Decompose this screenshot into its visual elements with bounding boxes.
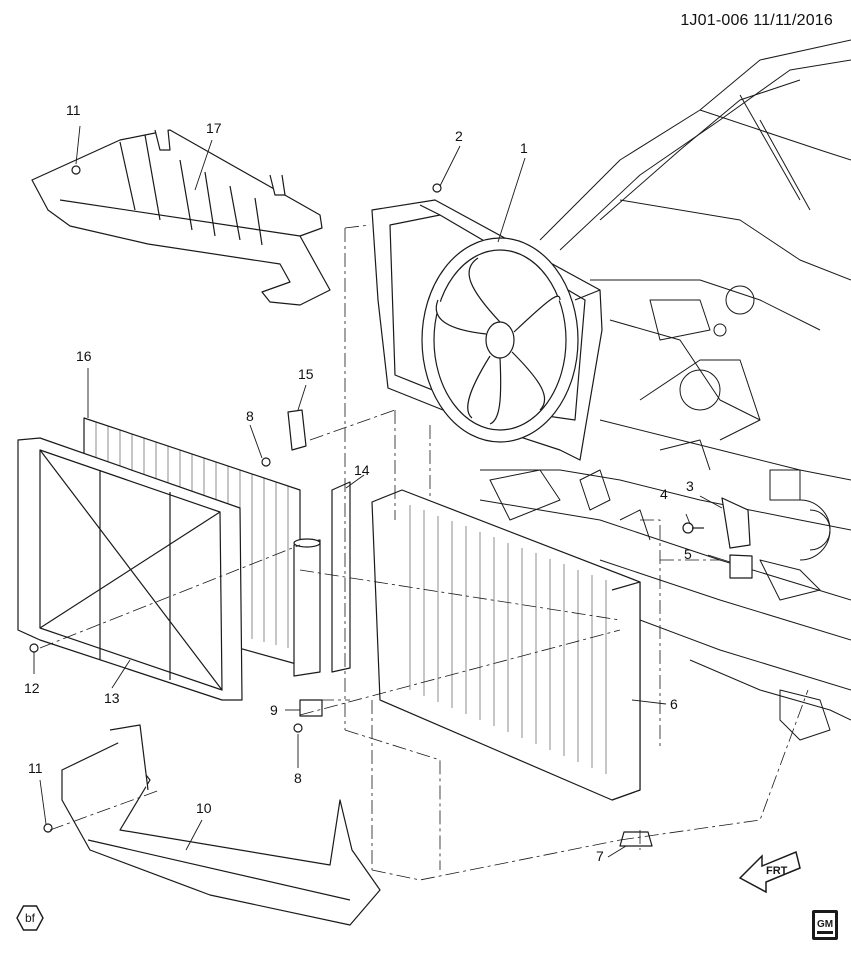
callout-11-upper: 11 (66, 102, 81, 118)
callout-10: 10 (196, 800, 212, 816)
condenser-and-frame (17, 417, 301, 701)
leader-lines (33, 125, 731, 858)
callout-7: 7 (596, 848, 604, 864)
callout-5: 5 (684, 546, 692, 562)
callout-11-lower: 11 (28, 760, 43, 776)
frt-label: FRT (766, 865, 788, 877)
radiator (371, 489, 641, 801)
bf-label: bf (25, 911, 36, 925)
callout-1: 1 (520, 140, 528, 156)
engine-bay (479, 39, 851, 741)
gm-label: GM (817, 919, 833, 930)
front-arrow: FRT (738, 850, 801, 894)
gm-logo: GM (812, 910, 838, 940)
document-id: 1J01-006 11/11/2016 (680, 12, 833, 29)
callout-3: 3 (686, 478, 694, 494)
lower-air-deflector (61, 724, 381, 926)
callout-12: 12 (24, 680, 40, 696)
small-fasteners (29, 165, 753, 847)
fan-shroud-assembly (371, 199, 603, 461)
callout-13: 13 (104, 690, 120, 706)
callout-14: 14 (354, 462, 370, 478)
upper-air-deflector (31, 129, 331, 306)
callout-17: 17 (206, 120, 222, 136)
receiver-dryer (293, 481, 351, 677)
callout-4: 4 (660, 486, 668, 502)
alignment-lines (39, 224, 809, 881)
bf-badge: bf (16, 905, 44, 931)
callout-16: 16 (76, 348, 92, 364)
callout-2: 2 (455, 128, 463, 144)
callout-6: 6 (670, 696, 678, 712)
callout-15: 15 (298, 366, 314, 382)
callout-8-upper: 8 (246, 408, 254, 424)
callout-8-lower: 8 (294, 770, 302, 786)
callout-9: 9 (270, 702, 278, 718)
